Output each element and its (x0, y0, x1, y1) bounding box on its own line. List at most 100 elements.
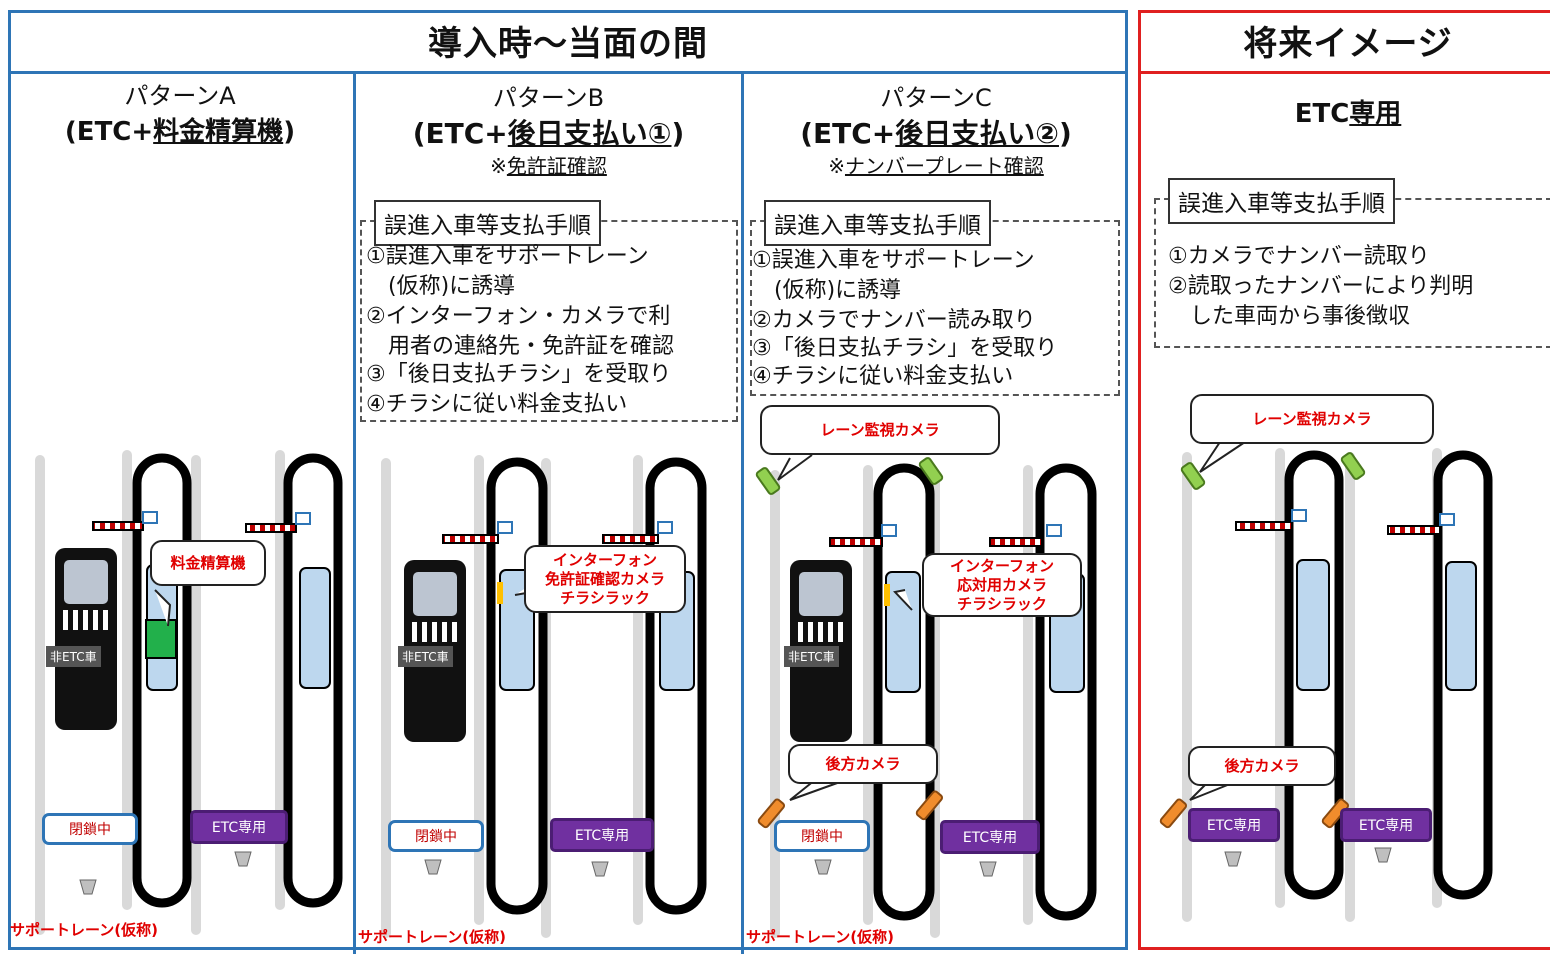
gate-bar (92, 521, 144, 531)
payment-machine-callout: 料金精算機 (150, 540, 266, 586)
etc-only-badge: ETC専用 (1188, 808, 1280, 842)
signal (591, 861, 609, 877)
pattern-c-step: ①誤進入車をサポートレーン (752, 248, 1035, 273)
etc-antenna (1046, 524, 1062, 537)
etc-only-badge: ETC専用 (550, 818, 654, 852)
lane-line (770, 470, 780, 938)
lane-line (122, 450, 132, 910)
lane-line (633, 455, 643, 925)
lane-line (275, 450, 285, 910)
car-grille (63, 610, 108, 630)
intercom (497, 582, 503, 604)
pattern-b-procedure-title: 誤進入車等支払手順 (374, 200, 601, 246)
support-lane-label: サポートレーン(仮称) (746, 928, 894, 946)
divider-bc (741, 74, 744, 954)
etc-step: した車両から事後徴収 (1168, 304, 1411, 329)
pattern-c-step: ②カメラでナンバー読み取り (752, 308, 1036, 333)
rear-camera (1321, 798, 1350, 829)
lane-line (863, 465, 873, 925)
lane-camera-callout: レーン監視カメラ (1190, 394, 1434, 444)
booth (1445, 561, 1477, 691)
car-label: 非ETC車 (46, 646, 101, 667)
pattern-b-subtitle-prefix: (ETC+ (412, 117, 508, 150)
payment-machine (145, 619, 177, 659)
car-grille (412, 622, 457, 642)
lane-line (35, 455, 45, 935)
current-section-title: 導入時～当面の間 (8, 10, 1128, 74)
etc-step: ②読取ったナンバーにより判明 (1168, 274, 1474, 299)
etc-antenna (881, 524, 897, 537)
closed-badge: 閉鎖中 (388, 820, 484, 852)
pattern-b-step: (仮称)に誘導 (366, 274, 516, 299)
pattern-c-subtitle: (ETC+後日支払い②) (744, 118, 1128, 150)
pattern-c-step: (仮称)に誘導 (752, 278, 902, 303)
lane-camera-callout: レーン監視カメラ (760, 405, 1000, 455)
intercom (884, 584, 890, 606)
etc-procedure-title: 誤進入車等支払手順 (1168, 178, 1395, 224)
gate-bar (989, 537, 1043, 547)
pattern-c-subtitle-underlined: 後日支払い② (895, 117, 1059, 150)
lane-camera (755, 467, 781, 495)
pattern-b-step: ③「後日支払チラシ」を受取り (366, 362, 672, 387)
lane-camera (918, 457, 944, 485)
pattern-b-note-underlined: 免許証確認 (506, 154, 607, 178)
booth (885, 571, 921, 693)
pattern-b-step: ②インターフォン・カメラで利 (366, 304, 671, 329)
etc-antenna (295, 512, 311, 525)
pattern-c-note: ※ナンバープレート確認 (744, 154, 1128, 178)
pattern-b-step: ①誤進入車をサポートレーン (366, 244, 649, 269)
rear-camera-callout: 後方カメラ (788, 744, 938, 784)
lane-camera (1180, 462, 1206, 490)
pattern-a-subtitle: (ETC+料金精算機) (10, 116, 350, 148)
etc-antenna (142, 511, 158, 524)
pattern-a-subtitle-prefix: (ETC+ (64, 117, 154, 147)
pattern-c-subtitle-suffix: ) (1058, 117, 1072, 150)
signal (1374, 847, 1392, 863)
etc-step: ①カメラでナンバー読取り (1168, 244, 1430, 269)
pattern-c-step: ④チラシに従い料金支払い (752, 364, 1014, 389)
etc-antenna (1291, 509, 1307, 522)
pattern-b-note-prefix: ※ (490, 154, 507, 178)
pattern-c-subtitle-prefix: (ETC+ (800, 117, 896, 150)
closed-badge: 閉鎖中 (774, 820, 870, 852)
callout-line: 免許証確認カメラ (544, 569, 665, 588)
pattern-c-step: ③「後日支払チラシ」を受取り (752, 336, 1058, 361)
pattern-b-subtitle-underlined: 後日支払い① (507, 117, 672, 150)
callout-line: 応対用カメラ (956, 575, 1047, 594)
rear-camera (915, 790, 944, 821)
signal (814, 859, 832, 875)
callout-line: インターフォン (552, 550, 658, 569)
etc-only-badge: ETC専用 (1340, 808, 1432, 842)
pattern-c-procedure-title: 誤進入車等支払手順 (764, 200, 991, 246)
gate-bar (829, 537, 883, 547)
intercom-callout: インターフォン 応対用カメラ チラシラック (922, 553, 1082, 617)
signal (1224, 851, 1242, 867)
callout-line: チラシラック (560, 588, 650, 607)
lane-line (381, 458, 391, 938)
etc-only-prefix: ETC (1294, 99, 1350, 129)
closed-badge: 閉鎖中 (42, 813, 138, 845)
gate-bar (1387, 525, 1441, 535)
pattern-a-name: パターンA (124, 82, 236, 110)
pattern-b-subtitle-suffix: ) (671, 117, 685, 150)
support-lane-label: サポートレーン(仮称) (358, 928, 506, 946)
callout-line: インターフォン (949, 556, 1055, 575)
pattern-c-note-prefix: ※ (828, 154, 845, 178)
car-label: 非ETC車 (398, 646, 453, 667)
pattern-b-name: パターンB (492, 84, 605, 112)
gate-bar (602, 534, 659, 544)
gate-bar (442, 534, 499, 544)
etc-only-badge: ETC専用 (940, 820, 1040, 854)
signal (79, 879, 97, 895)
etc-antenna (497, 521, 513, 534)
pattern-a-subtitle-underlined: 料金精算機 (153, 117, 284, 147)
divider-ab (353, 74, 356, 954)
signal (979, 861, 997, 877)
booth (1296, 559, 1330, 691)
pattern-c-note-underlined: ナンバープレート確認 (844, 154, 1044, 178)
lane-camera (1340, 452, 1366, 480)
gate-bar (245, 523, 297, 533)
pattern-b-note: ※免許証確認 (356, 154, 741, 178)
etc-antenna (657, 521, 673, 534)
